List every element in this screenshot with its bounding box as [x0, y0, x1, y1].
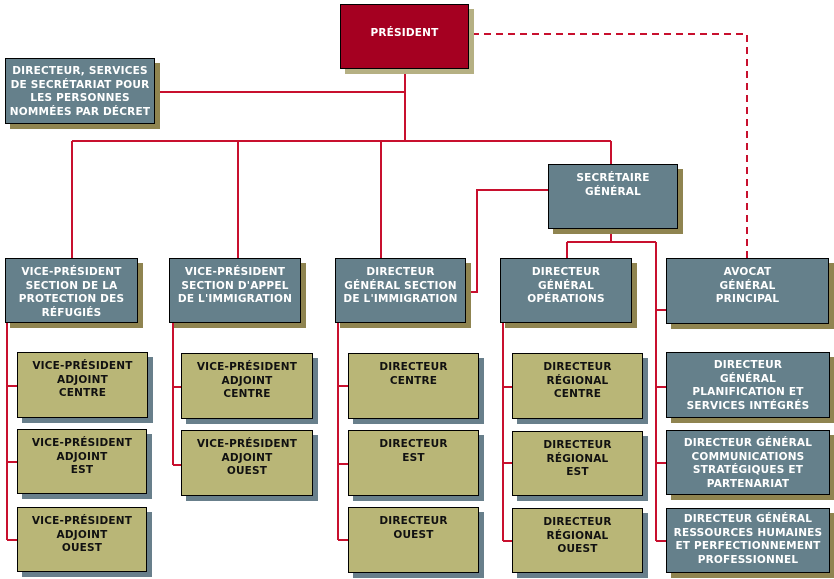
box-label-line: OUEST — [557, 543, 598, 555]
box-label-line: ET PERFECTIONNEMENT — [675, 540, 821, 552]
box-label-line: RÉGIONAL — [546, 529, 609, 542]
box-label-line: RESSOURCES HUMAINES — [673, 526, 823, 539]
box-label-line: DIRECTEUR — [543, 361, 612, 373]
connector-president-to-senior-counsel-dashed — [472, 33, 748, 258]
box-label-line: CENTRE — [389, 374, 438, 387]
box-label-line: VICE-PRÉSIDENT — [196, 361, 298, 373]
box-label-line: DIRECTEUR — [543, 439, 612, 451]
box-label-line: DIRECTEUR — [379, 438, 448, 450]
box-label-line: EST — [402, 451, 425, 464]
box-label-line: GÉNÉRAL — [584, 185, 642, 198]
box-label-line: ADJOINT — [57, 373, 108, 386]
box-label-line: AVOCAT — [723, 266, 772, 278]
box-label-line: COMMUNICATIONS — [691, 450, 805, 463]
box-label-line: PLANIFICATION ET — [692, 386, 804, 398]
box-label-line: OUEST — [61, 542, 103, 554]
box-label-line: DIRECTEUR GÉNÉRAL — [683, 437, 813, 449]
box-label-line: PRÉSIDENT — [370, 27, 439, 39]
box-label-line: VICE-PRÉSIDENT — [21, 266, 122, 278]
box-label-line: SECTION DE LA — [25, 279, 118, 292]
box-label-line: OUEST — [226, 465, 268, 477]
box-label-line: RÉFUGIÉS — [41, 306, 102, 319]
box-label-line: GÉNÉRAL — [537, 279, 595, 292]
box-label-line: DIRECTEUR GÉNÉRAL — [683, 513, 813, 525]
box-label-line: VICE-PRÉSIDENT — [31, 437, 133, 449]
box-label-line: PROFESSIONNEL — [697, 553, 799, 566]
box-label-line: EST — [70, 464, 94, 476]
box-label-line: RÉGIONAL — [546, 452, 609, 465]
box-label-line: EST — [566, 466, 589, 478]
box-label-line: DE SECRÉTARIAT POUR — [10, 78, 150, 91]
box-label-line: DIRECTEUR — [713, 359, 783, 371]
box-label-line: ADJOINT — [56, 528, 108, 541]
box-label-line: PRINCIPAL — [715, 293, 780, 305]
box-label-line: DE L'IMMIGRATION — [177, 293, 293, 305]
box-label-line: DE L'IMMIGRATION — [343, 293, 458, 305]
box-label-line: CENTRE — [553, 388, 602, 400]
box-label-line: DIRECTEUR, SERVICES — [12, 65, 148, 77]
box-label-line: CENTRE — [223, 388, 271, 400]
box-label-line: GÉNÉRAL SECTION — [344, 279, 457, 292]
box-label-line: LES PERSONNES — [30, 92, 130, 104]
connector-sg-to-id-dg — [466, 189, 548, 293]
box-label-line: DIRECTEUR — [531, 266, 601, 278]
box-label-line: ADJOINT — [56, 450, 108, 463]
box-label-line: ADJOINT — [221, 451, 273, 464]
box-label-line: STRATÉGIQUES ET — [692, 464, 804, 476]
box-label-line: SERVICES INTÉGRÉS — [686, 399, 810, 412]
box-label-line: PROTECTION DES — [18, 293, 125, 305]
box-president: PRÉSIDENT — [340, 4, 469, 69]
box-label-line: VICE-PRÉSIDENT — [32, 360, 133, 372]
box-label-line: GÉNÉRAL — [719, 372, 777, 385]
box-label-line: VICE-PRÉSIDENT — [184, 266, 286, 278]
box-label-line: RÉGIONAL — [546, 374, 609, 387]
box-label-line: GÉNÉRAL — [719, 279, 776, 292]
box-label-line: OUEST — [393, 528, 434, 541]
box-label-line: VICE-PRÉSIDENT — [31, 515, 133, 527]
box-label-line: CENTRE — [58, 387, 107, 399]
box-label-line: DIRECTEUR — [379, 515, 448, 527]
box-label-line: OPÉRATIONS — [527, 293, 605, 305]
box-label-line: DIRECTEUR — [366, 266, 435, 278]
box-label-line: VICE-PRÉSIDENT — [196, 438, 298, 450]
box-label-line: SECTION D'APPEL — [181, 279, 289, 292]
box-label-line: SECRÉTAIRE — [576, 172, 650, 184]
box-label-line: DIRECTEUR — [543, 516, 612, 528]
box-label-line: ADJOINT — [221, 374, 273, 387]
box-label-line: PARTENARIAT — [706, 477, 790, 490]
box-label-line: DIRECTEUR — [379, 361, 448, 373]
box-label-line: NOMMÉES PAR DÉCRET — [9, 105, 151, 118]
